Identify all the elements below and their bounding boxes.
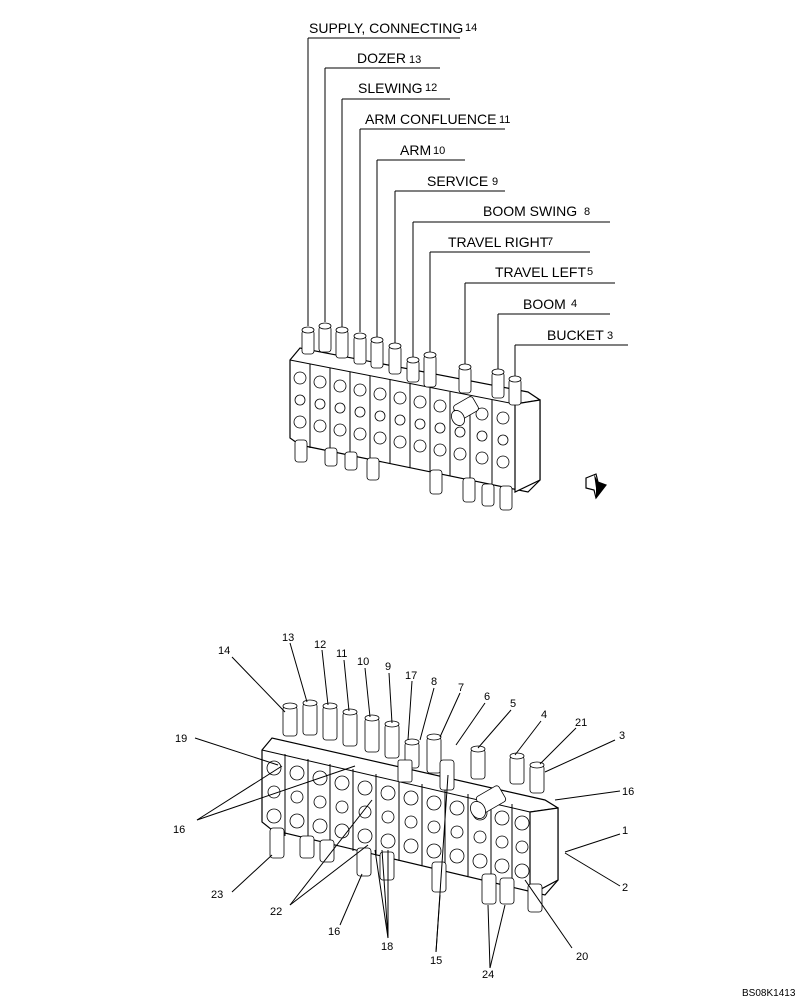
top-label-tree — [307, 37, 628, 376]
callout-13: 13 — [282, 632, 294, 644]
label-num-13: 13 — [409, 54, 421, 66]
callout-7: 7 — [458, 682, 464, 694]
figure-code: BS08K1413 — [742, 988, 796, 999]
callout-20: 20 — [576, 951, 588, 963]
direction-arrow-icon — [585, 473, 607, 500]
callout-10: 10 — [357, 656, 369, 668]
top-labels: SUPPLY, CONNECTING 14 DOZER 13 SLEWING 1… — [309, 20, 613, 343]
callout-16-right: 16 — [622, 786, 634, 798]
label-num-5: 5 — [587, 266, 593, 278]
callout-1: 1 — [622, 825, 628, 837]
label-travel-left: TRAVEL LEFT — [495, 264, 586, 280]
callout-16-bottom: 16 — [328, 926, 340, 938]
label-travel-right: TRAVEL RIGHT — [448, 234, 549, 250]
bottom-callout-numbers: 14 13 12 11 10 9 17 8 7 6 5 4 21 3 19 16… — [173, 632, 634, 981]
label-num-8: 8 — [584, 206, 590, 218]
callout-2: 2 — [622, 882, 628, 894]
label-bucket: BUCKET — [547, 327, 604, 343]
label-num-3: 3 — [607, 330, 613, 342]
label-num-12: 12 — [425, 82, 437, 94]
callout-12: 12 — [314, 639, 326, 651]
callout-3: 3 — [619, 730, 625, 742]
bottom-valve-assembly — [261, 699, 559, 913]
callout-18: 18 — [381, 941, 393, 953]
label-dozer: DOZER — [357, 50, 406, 66]
callout-8: 8 — [431, 676, 437, 688]
label-num-4: 4 — [571, 298, 577, 310]
callout-22: 22 — [270, 906, 282, 918]
label-boom: BOOM — [523, 296, 566, 312]
callout-15: 15 — [430, 955, 442, 967]
label-service: SERVICE — [427, 173, 488, 189]
callout-14: 14 — [218, 645, 230, 657]
bottom-leader-lines — [194, 642, 621, 969]
callout-21: 21 — [575, 717, 587, 729]
label-arm-confluence: ARM CONFLUENCE — [365, 111, 496, 127]
label-boom-swing: BOOM SWING — [483, 203, 577, 219]
callout-19: 19 — [175, 733, 187, 745]
callout-11: 11 — [336, 648, 347, 660]
callout-6: 6 — [484, 691, 490, 703]
callout-4: 4 — [541, 709, 547, 721]
callout-17: 17 — [405, 670, 417, 682]
callout-9: 9 — [385, 661, 391, 673]
label-num-9: 9 — [492, 176, 498, 188]
label-num-7: 7 — [547, 236, 553, 248]
callout-5: 5 — [510, 698, 516, 710]
label-num-10: 10 — [433, 145, 445, 157]
label-supply-connecting: SUPPLY, CONNECTING — [309, 20, 463, 36]
label-slewing: SLEWING — [358, 80, 423, 96]
label-num-11: 11 — [499, 114, 510, 126]
callout-16-left: 16 — [173, 824, 185, 836]
label-arm: ARM — [400, 142, 431, 158]
callout-24: 24 — [482, 969, 494, 981]
label-num-14: 14 — [465, 22, 477, 34]
callout-23: 23 — [211, 889, 223, 901]
top-valve-assembly — [289, 322, 541, 511]
